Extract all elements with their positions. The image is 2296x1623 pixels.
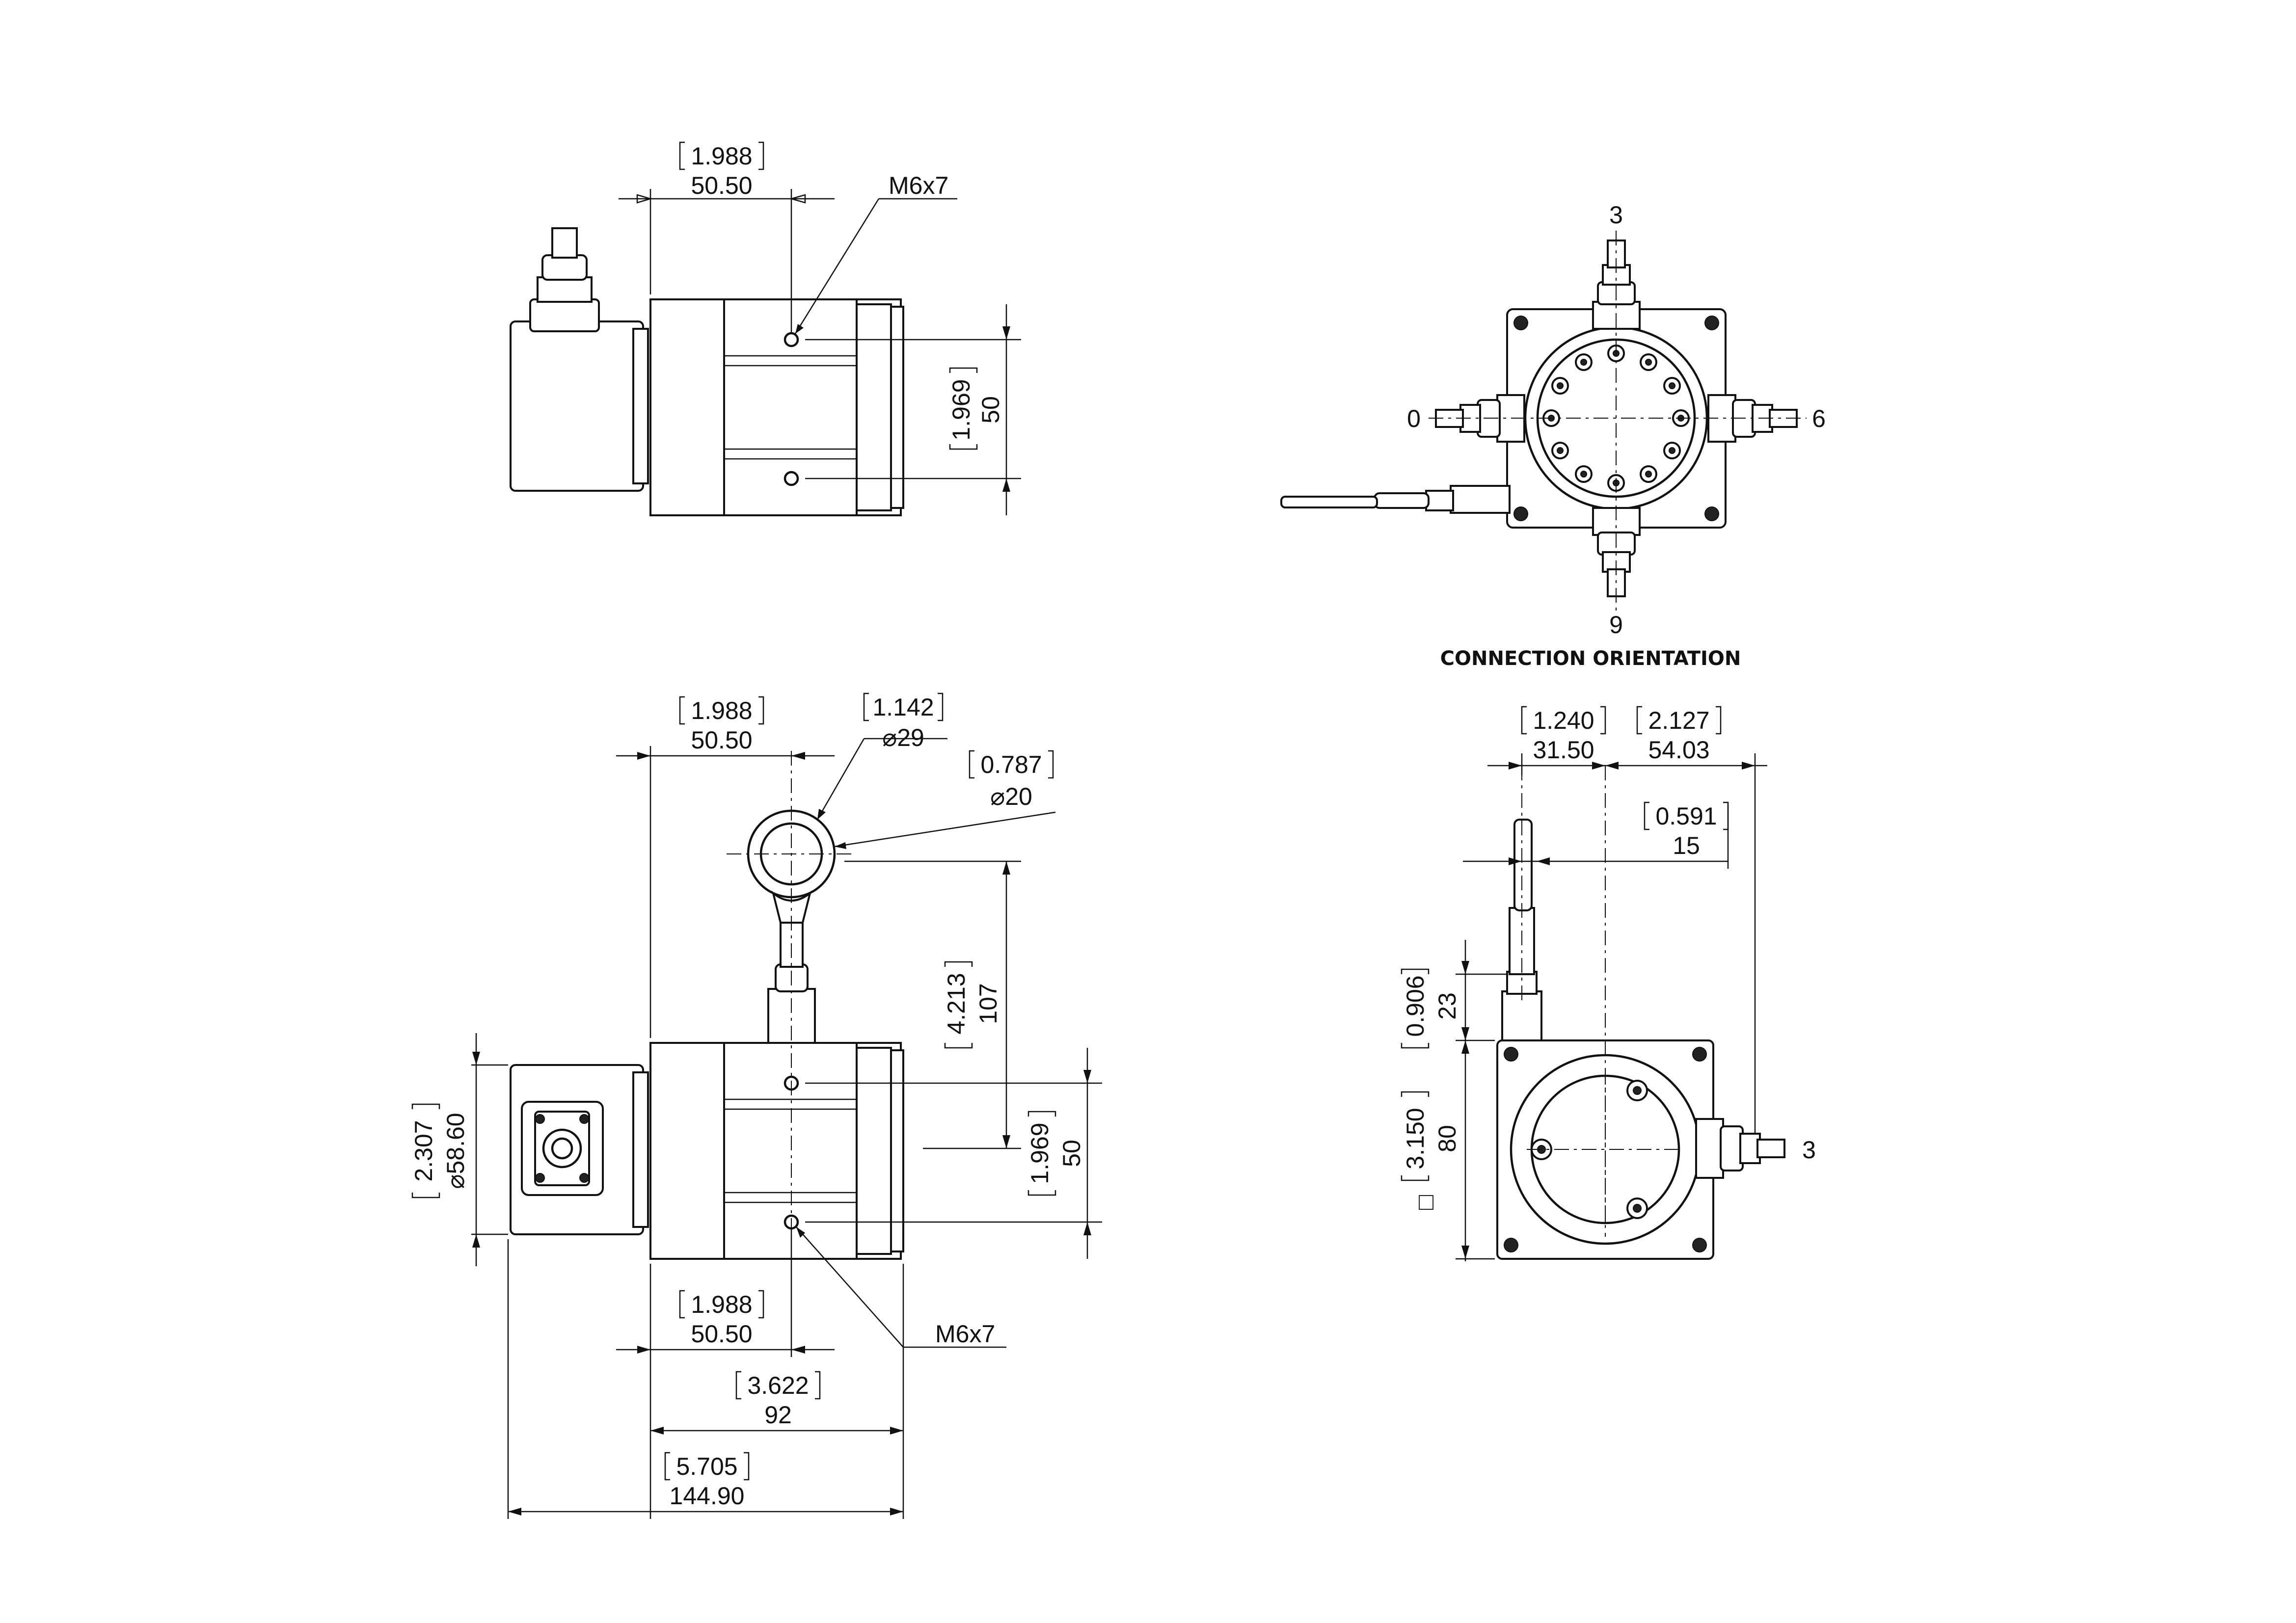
- bottom-hole-label: M6x7: [935, 1320, 995, 1348]
- dim-side-stub-mm: 23: [1433, 992, 1461, 1020]
- dim-total-length-mm: 144.90: [670, 1482, 745, 1510]
- dim-top-height-in: 1.969: [947, 379, 975, 440]
- dim-side-square-symbol: □: [1411, 1195, 1439, 1210]
- dim-front-height-in: 1.969: [1026, 1122, 1053, 1184]
- dim-top-width-in: 1.988: [691, 142, 752, 170]
- dim-encoder-dia-in: 2.307: [410, 1120, 437, 1181]
- dim-body-length-mm: 92: [764, 1401, 792, 1429]
- side-view: 3 1.240 31.50 2.127 54.03 0.591 15: [1401, 706, 1816, 1261]
- dim-eye-height-mm: 107: [974, 983, 1002, 1024]
- dim-side-stub-in: 0.906: [1402, 975, 1429, 1037]
- front-view: 1.988 50.50 1.142 ⌀29 0.787 ⌀20 4.213 10…: [410, 692, 1102, 1519]
- dim-side-offset-mm: 15: [1673, 832, 1700, 859]
- dim-bottom-width-mm: 50.50: [691, 1320, 752, 1348]
- dim-side-square-mm: 80: [1433, 1125, 1461, 1152]
- dim-top-height-mm: 50: [977, 396, 1004, 424]
- dim-eye-inner-mm: ⌀20: [990, 783, 1032, 810]
- side-connector-label: 3: [1802, 1136, 1816, 1164]
- dim-front-width-mm: 50.50: [691, 726, 752, 754]
- dim-front-width-in: 1.988: [691, 697, 752, 724]
- orientation-label-bottom: 9: [1609, 611, 1623, 639]
- dim-side-right-in: 2.127: [1648, 707, 1709, 734]
- cable-connector: [529, 227, 600, 332]
- dim-encoder-dia-mm: ⌀58.60: [442, 1113, 469, 1189]
- dim-top-width-mm: 50.50: [691, 172, 752, 199]
- orientation-label-right: 6: [1812, 405, 1826, 432]
- dim-side-right-mm: 54.03: [1648, 736, 1709, 764]
- encoder-connector: [521, 1101, 604, 1196]
- dim-side-left-in: 1.240: [1533, 707, 1594, 734]
- dim-side-square-in: 3.150: [1402, 1108, 1429, 1169]
- orientation-label-top: 3: [1609, 201, 1623, 229]
- top-hole-label: M6x7: [889, 172, 948, 199]
- connection-orientation-title: CONNECTION ORIENTATION: [1440, 647, 1741, 670]
- dim-eye-outer-in: 1.142: [872, 693, 934, 721]
- dim-side-left-mm: 31.50: [1533, 736, 1594, 764]
- side-connector: [1695, 1118, 1785, 1179]
- orientation-label-left: 0: [1407, 405, 1421, 432]
- dim-total-length-in: 5.705: [676, 1453, 737, 1480]
- dim-eye-height-in: 4.213: [943, 973, 970, 1034]
- dim-eye-outer-mm: ⌀29: [882, 724, 924, 751]
- cable-arm: [1280, 485, 1511, 514]
- dim-side-offset-in: 0.591: [1655, 802, 1717, 830]
- top-view: 1.988 50.50 M6x7 1.969 50: [510, 141, 1021, 516]
- connection-orientation-view: 3 0 6 9 CONNECTION ORIENTATION: [1280, 201, 1826, 670]
- dim-front-height-mm: 50: [1058, 1140, 1085, 1167]
- dim-eye-inner-in: 0.787: [980, 751, 1042, 778]
- dim-bottom-width-in: 1.988: [691, 1291, 752, 1318]
- dim-body-length-in: 3.622: [747, 1372, 809, 1399]
